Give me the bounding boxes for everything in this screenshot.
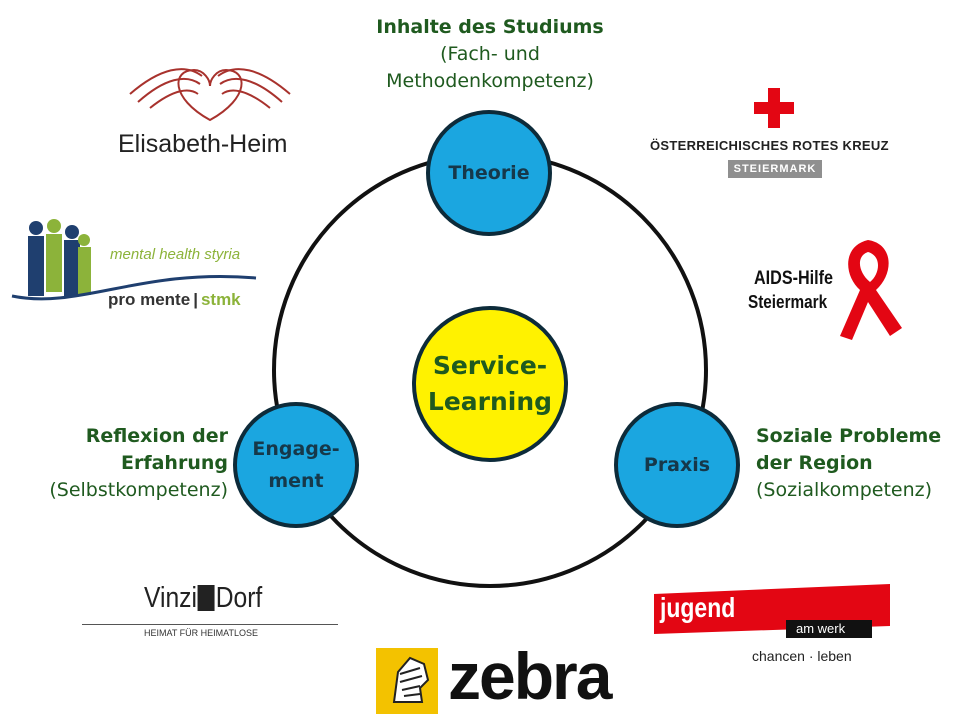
label-top-line2: (Fach- und: [440, 43, 540, 65]
label-left-line3: (Selbstkompetenz): [49, 479, 228, 501]
label-right-line1: Soziale Probleme: [756, 425, 942, 447]
jugend-banner-icon: [654, 584, 890, 638]
node-engagement-line1: Engage-: [252, 438, 340, 460]
vinzidorf-rule: [82, 624, 338, 625]
node-praxis: Praxis: [614, 402, 740, 528]
label-top-title: Inhalte des Studiums: [376, 16, 604, 38]
center-line1: Service-: [432, 351, 548, 380]
zebra-head-icon: [376, 648, 438, 714]
rotes-kreuz-name: ÖSTERREICHISCHES ROTES KREUZ: [650, 138, 889, 153]
node-theorie: Theorie: [426, 110, 552, 236]
node-praxis-label: Praxis: [643, 454, 711, 476]
jugend-tagline: chancen · leben: [752, 648, 852, 664]
vinzidorf-house-icon: [197, 585, 215, 611]
vinzidorf-name-a: Vinzi: [144, 582, 197, 614]
logo-pro-mente: mental health styria pro mente|stmk: [10, 218, 260, 318]
pro-mente-divider: |: [193, 290, 198, 309]
pro-mente-name-b: stmk: [200, 290, 241, 309]
logo-jugend-am-werk: jugend am werk chancen · leben: [650, 584, 896, 674]
node-service-learning: Service- Learning: [412, 306, 568, 462]
node-theorie-label: Theorie: [448, 162, 530, 184]
label-top-line3: Methodenkompetenz): [386, 70, 594, 92]
pro-mente-tagline: mental health styria: [110, 246, 241, 263]
center-label: Service- Learning: [428, 348, 552, 420]
elisabeth-heim-name: Elisabeth-Heim: [118, 130, 288, 158]
jugend-suffix: am werk: [796, 621, 846, 636]
node-engagement: Engage- ment: [233, 402, 359, 528]
vinzidorf-tagline: HEIMAT FÜR HEIMATLOSE: [144, 628, 259, 638]
red-cross-icon: [754, 88, 794, 128]
logo-zebra: zebra: [376, 639, 616, 715]
jugend-name: jugend: [660, 592, 736, 623]
node-engagement-label: Engage- ment: [252, 433, 339, 497]
label-theory-content: Inhalte des Studiums (Fach- und Methoden…: [320, 14, 660, 95]
label-left-line1: Reflexion der: [85, 425, 228, 447]
rotes-kreuz-region: STEIERMARK: [728, 160, 822, 178]
logo-rotes-kreuz: ÖSTERREICHISCHES ROTES KREUZ STEIERMARK: [640, 88, 910, 183]
aids-hilfe-line1: AIDS-Hilfe: [754, 268, 833, 289]
red-ribbon-icon: [840, 240, 902, 340]
pro-mente-name: pro mente|stmk: [108, 290, 241, 310]
vinzidorf-name: Vinzi Dorf: [144, 582, 262, 615]
logo-aids-hilfe: AIDS-Hilfe Steiermark: [742, 232, 922, 342]
label-right-line2: der Region: [756, 452, 873, 474]
label-social-problems: Soziale Probleme der Region (Sozialkompe…: [756, 423, 956, 504]
logo-vinzidorf: Vinzi Dorf HEIMAT FÜR HEIMATLOSE: [82, 580, 338, 642]
zebra-name: zebra: [448, 639, 612, 713]
label-left-line2: Erfahrung: [121, 452, 228, 474]
label-right-line3: (Sozialkompetenz): [756, 479, 933, 501]
label-reflection: Reflexion der Erfahrung (Selbstkompetenz…: [0, 423, 228, 504]
swoosh-icon: [11, 274, 257, 301]
hands-heart-icon: [129, 68, 291, 122]
logo-elisabeth-heim: Elisabeth-Heim: [110, 58, 310, 168]
center-line2: Learning: [427, 387, 553, 416]
node-engagement-line2: ment: [268, 470, 324, 492]
pro-mente-name-a: pro mente: [108, 290, 191, 309]
vinzidorf-name-b: Dorf: [215, 582, 263, 614]
aids-hilfe-line2: Steiermark: [748, 292, 828, 312]
people-group-icon: [28, 219, 91, 296]
